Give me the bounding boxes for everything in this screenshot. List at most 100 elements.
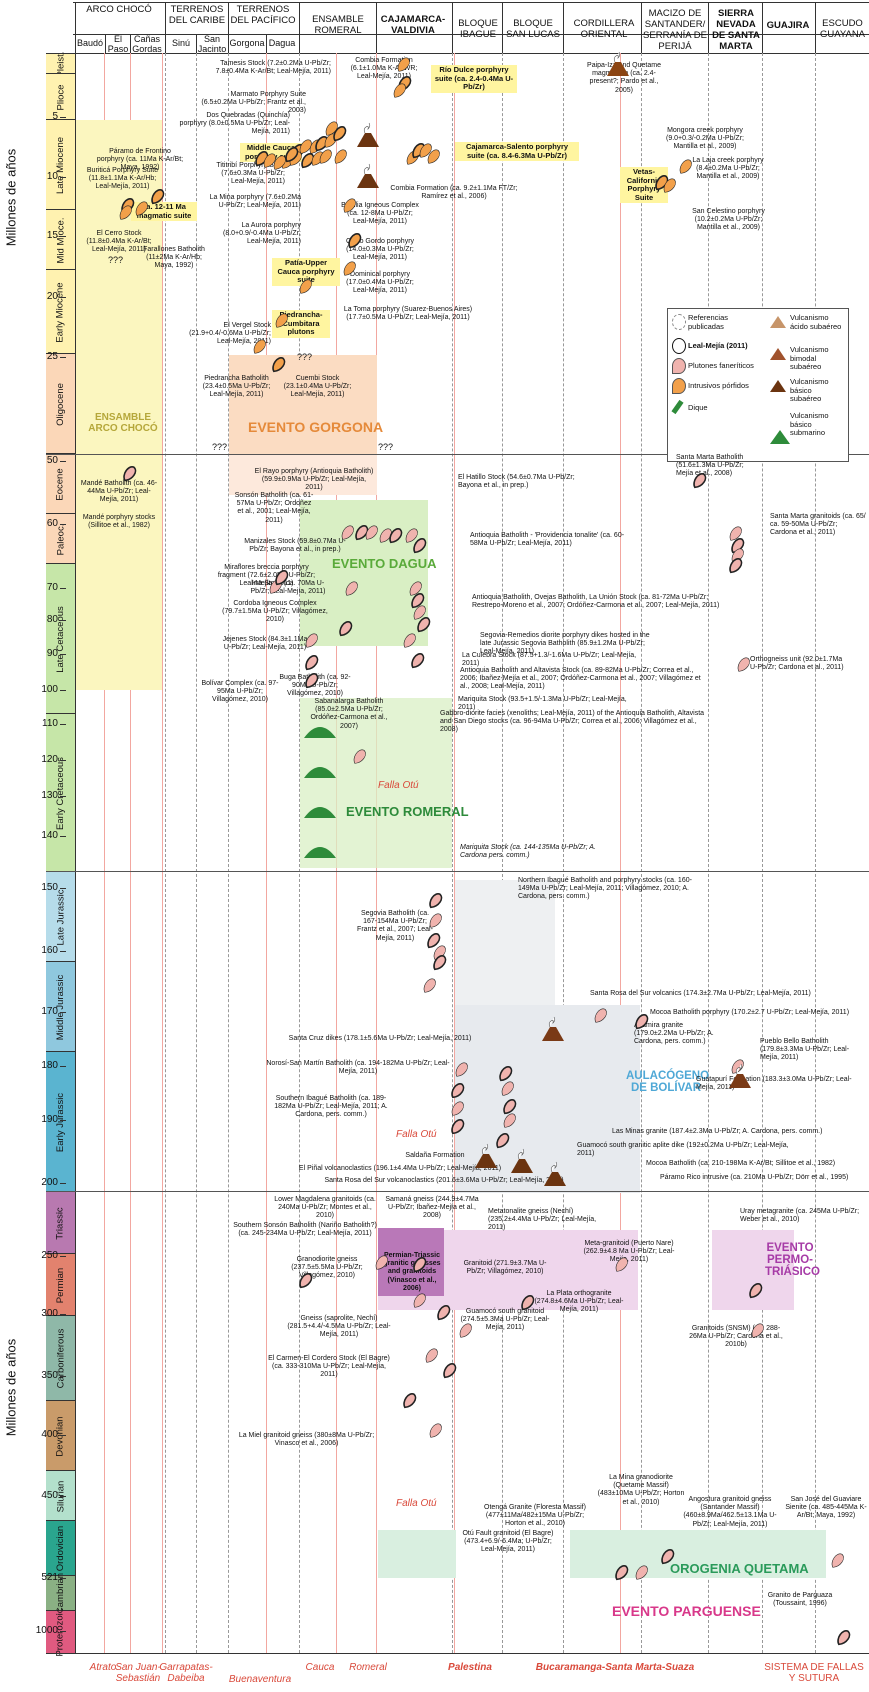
pluton-symbol [413,1293,426,1308]
legend-v-bimodal: Vulcanismo bimodal subaéreo [790,345,829,371]
y-axis-upper-tick-mark [60,357,66,358]
fault-garrapatas: Garrapatas-Dabeiba [159,1662,213,1684]
box-rio-dulce: Río Dulce porphyry suite (ca. 2.4-0.4Ma … [431,65,517,93]
subheader-sinu: Sinú [171,38,190,48]
pluton-symbol [413,1257,427,1273]
annotation: San Celestino porphyry (10.2±0.2Ma U-Pb/… [692,208,765,232]
y-axis-lower-tick: 300 [41,1308,58,1319]
annotation: Marmato Porphyry Suite (6.5±0.2Ma U-Pb/Z… [201,91,306,115]
period-triassic: Triassic [46,1191,75,1254]
y-axis-upper-tick-mark [60,524,66,525]
pluton-symbol [451,1083,465,1099]
subheader-san-jacinto: San Jacinto [197,34,227,54]
annotation: Dos Quebradas (Quinchía) porphyry (8.0±0… [179,112,290,136]
period-oligocene: Oligocene [46,353,75,454]
annotation: Mocoa Batholith porphyry (170.2±2.7 U-Pb… [650,1009,850,1016]
volcano-symbol-plume [550,1161,558,1173]
porphyry-symbol [397,57,410,72]
pluton-symbol [299,1273,313,1289]
header-bottom-rule [46,53,869,54]
porphyry-symbol [319,149,332,164]
volcano-symbol-plume [481,1143,489,1155]
annotation: Granodiorite gneiss (237.5±5.5Ma U-Pb/Zr… [291,1256,363,1280]
band-quetama-1 [378,1530,456,1578]
y-axis-lower-tick: 1000 [35,1625,58,1636]
annotation: Santa Rosa del Sur volcanoclastics (201.… [324,1177,564,1184]
pluton-symbol [451,1119,465,1135]
subheader-gorgona: Gorgona [229,38,265,48]
volcano-symbol-plume [363,122,371,134]
period-silurian: Silurian [46,1470,75,1521]
header-ensamble-romeral: ENSAMBLE ROMERAL [312,14,364,36]
pluton-symbol [749,1283,763,1299]
volcano-symbol [544,1172,566,1186]
porphyry-symbol [427,149,440,164]
annotation: La Culebra Stock (87.5+1.3/-1.6Ma U-Pb/Z… [462,652,637,668]
annotation: Manizales Stock (59.8±0.7Ma U-Pb/Zr; Bay… [244,538,346,554]
annotation: Gabbro-diorite facies (xenoliths; Leal-M… [440,710,705,734]
y-axis-upper-tick: 5 [52,111,58,122]
submarine-volcano-symbol [304,767,336,778]
annotation: El Piñal volcanoclastics (196.1±4.4Ma U-… [298,1165,502,1172]
fault-sistema-fallas: SISTEMA DE FALLAS Y SUTURA [764,1662,864,1684]
band-aulacogeno-upper [455,880,555,1005]
y-axis-upper-tick: 25 [46,351,58,362]
legend-acid-volcano-icon [770,316,786,328]
subheader-dagua: Dagua [268,38,296,48]
unknown-marker-3: ??? [297,352,313,362]
porphyry-symbol [275,313,288,328]
pluton-symbol [411,593,425,609]
annotation: Samaná gneiss (244.9±4.7Ma U-Pb/Zr; Ibañ… [385,1196,479,1220]
annotation: La Plata orthogranite (274.8±4.6Ma U-Pb/… [534,1290,624,1314]
header-escudo-guayana: ESCUDO GUAYANA [819,18,866,40]
y-axis-upper-tick: 140 [41,830,58,841]
legend-referencias: Referencias publicadas [688,313,729,331]
pluton-symbol [429,913,442,928]
porphyry-symbol [419,143,432,158]
annotation: Santa Rosa del Sur volcanics (174.3±2.7M… [590,990,811,997]
porphyry-symbol [119,205,132,220]
annotation: Combia Formation (6.1±1.0Ma K-Ar/WR; Lea… [350,57,418,81]
y-axis-lower-tick-mark [60,1120,66,1121]
legend-leal: Leal-Mejía (2011) [688,341,748,350]
pluton-symbol [433,955,447,971]
falla-otu-2: Falla Otú [396,1129,437,1140]
volcano-symbol [607,62,629,76]
y-axis-upper-tick: 90 [46,648,58,659]
y-axis-lower-tick-mark [60,888,66,889]
box-permian-triassic: Permian-Triassic granitic gneisses and g… [383,1252,441,1292]
pluton-symbol [729,526,742,541]
y-axis-lower-tick-mark [60,1256,66,1257]
y-axis-upper-tick: 10 [46,171,58,182]
band-dagua [300,500,428,646]
event-romeral: EVENTO ROMERAL [346,804,469,819]
falla-otu-1: Falla Otú [378,780,419,791]
y-axis-upper-tick: 15 [46,230,58,241]
fault-atrato: Atrato [89,1662,117,1673]
annotation: El Vergel Stock (21.9+0.4/-0.6Ma U-Pb/Zr… [189,322,271,346]
period-ordovician: Ordovician [46,1520,75,1576]
y-axis-lower-tick-mark [60,1066,66,1067]
unknown-marker-1: ??? [108,255,124,265]
pluton-symbol [417,617,431,633]
annotation: Cerro Gordo porphyry (14.0±0.3Ma U-Pb/Zr… [345,238,415,262]
event-ensamble-arco-choco: ENSAMBLE ARCO CHOCÓ [88,412,158,434]
annotation: El Hatillo Stock (54.6±0.7Ma U-Pb/Zr; Ba… [458,474,575,490]
annotation: Pueblo Bello Batholith (179.8±3.3Ma U-Pb… [760,1038,850,1062]
pluton-symbol [831,1553,844,1568]
annotation: Jejenes Stock (84.3±1.1Ma U-Pb/Zr; Leal-… [222,636,308,652]
y-axis-upper-tick: 20 [46,291,58,302]
y-axis-lower-tick: 400 [41,1429,58,1440]
pluton-symbol [305,673,319,689]
annotation: Angostura granitoid gneiss (Santander Ma… [683,1496,777,1528]
annotation: Farallones Batholith (11±2Ma K-Ar/Hb; Ma… [143,246,205,270]
y-axis-lower-tick-mark [60,1631,66,1632]
y-axis-upper-tick: 60 [46,518,58,529]
y-axis-upper-tick: 110 [42,718,58,729]
pluton-symbol [389,528,403,544]
y-axis-upper-tick-mark [60,760,66,761]
volcano-symbol [542,1027,564,1041]
annotation: Segovia-Remedios diorite porphyry dikes … [480,632,650,656]
pluton-symbol [425,1348,438,1363]
event-permo-triasico: EVENTO PERMO-TRIÁSICO [765,1242,820,1278]
